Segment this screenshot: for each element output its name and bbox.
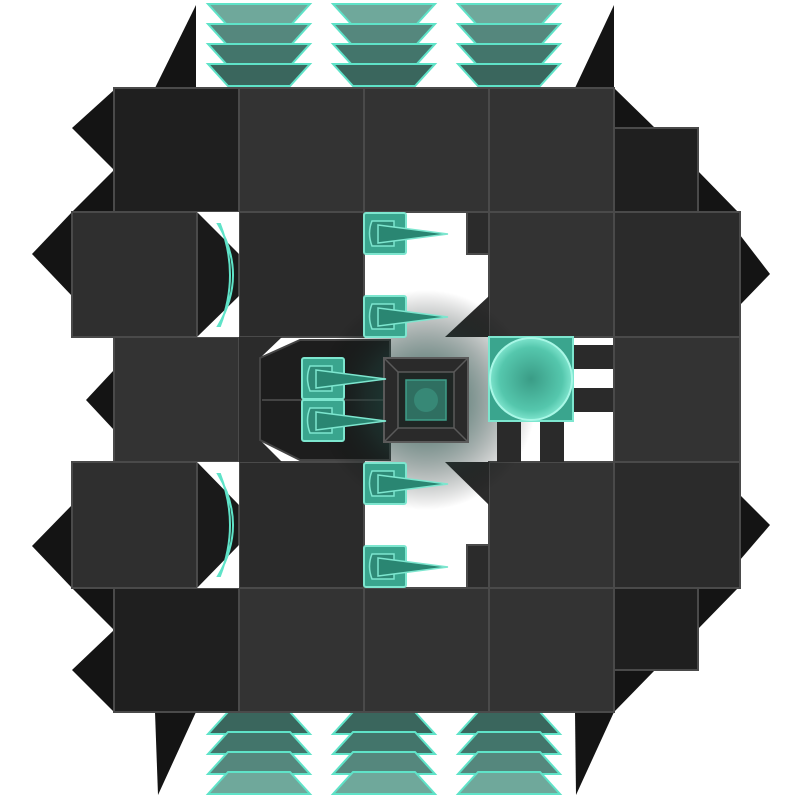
turrets [301, 212, 449, 588]
crescent-shield-icon [216, 473, 234, 577]
hull-block [238, 211, 365, 338]
thruster-plate [205, 23, 313, 47]
thruster-plate [455, 63, 563, 87]
thruster-plate [330, 63, 438, 87]
spike-turret-icon [301, 399, 387, 442]
thruster-stack-top-center [330, 3, 438, 87]
hull-block [488, 587, 615, 713]
hull-block [488, 87, 615, 213]
hull-block [113, 87, 240, 213]
hull-block [613, 211, 741, 338]
thruster-plate [205, 3, 313, 27]
thruster-plate [455, 731, 563, 755]
hull-spikes [32, 5, 770, 795]
spike-left-2 [72, 170, 114, 212]
thruster-stacks [205, 3, 563, 795]
hull-block [238, 461, 365, 589]
spike-left-6 [72, 588, 114, 630]
thruster-stack-top-left [205, 3, 313, 87]
hull-block [113, 336, 240, 463]
spike-top-right [575, 5, 614, 88]
hull-block [613, 336, 741, 463]
thruster-stack-bottom-left [205, 711, 313, 795]
hull-block [466, 211, 490, 255]
spike-turret-icon [363, 462, 449, 505]
thruster-plate [455, 771, 563, 795]
thruster-plate [330, 771, 438, 795]
thruster-stack-bottom-right [455, 711, 563, 795]
spike-right-1 [614, 88, 655, 128]
energy-orb-module [488, 336, 613, 462]
hull-block [613, 461, 741, 589]
hull-block [238, 587, 365, 713]
hull [71, 87, 741, 713]
hull-block [488, 461, 615, 589]
spike-right-2 [697, 170, 738, 212]
reactor-core-icon [383, 357, 469, 443]
spike-right-6 [614, 670, 655, 712]
spike-left-5 [32, 505, 72, 588]
thruster-stack-bottom-center [330, 711, 438, 795]
hull-block [71, 461, 198, 589]
hull-block [466, 544, 490, 589]
spike-turret-icon [363, 295, 449, 338]
thruster-plate [455, 711, 563, 735]
hull-block [71, 211, 198, 338]
hull-block [488, 211, 615, 338]
thruster-plate [455, 43, 563, 67]
thruster-plate [205, 63, 313, 87]
thruster-plate [205, 771, 313, 795]
spike-bottom-left [155, 712, 196, 795]
crescent-shield-icon [216, 223, 234, 327]
hull-block [613, 127, 699, 213]
core-arm-left [239, 337, 282, 462]
hull-block [613, 587, 699, 671]
thruster-plate [330, 43, 438, 67]
hull-block [363, 87, 490, 213]
thruster-plate [205, 751, 313, 775]
spike-turret-icon [363, 212, 449, 255]
hull-block [238, 87, 365, 213]
spike-left-3 [32, 212, 72, 296]
thruster-plate [455, 23, 563, 47]
spike-bottom-right [575, 712, 614, 795]
spike-left-7 [72, 630, 114, 712]
spike-right-5 [697, 588, 738, 630]
spike-top-left [155, 5, 196, 88]
hull-block [113, 587, 240, 713]
hull-block [363, 587, 490, 713]
thruster-plate [205, 731, 313, 755]
thruster-plate [330, 711, 438, 735]
thruster-plate [330, 731, 438, 755]
spike-right-4 [740, 495, 770, 560]
crescent-shields [216, 223, 234, 577]
thruster-plate [205, 43, 313, 67]
thruster-plate [455, 3, 563, 27]
thruster-plate [455, 751, 563, 775]
spike-right-3 [740, 235, 770, 305]
energy-orb-icon [489, 337, 573, 421]
thruster-plate [205, 711, 313, 735]
thruster-stack-top-right [455, 3, 563, 87]
thruster-plate [330, 751, 438, 775]
thruster-plate [330, 23, 438, 47]
spike-turret-icon [363, 545, 449, 588]
spike-left-4 [86, 370, 114, 430]
spike-turret-icon [301, 357, 387, 400]
thruster-plate [330, 3, 438, 27]
spike-left-1 [72, 90, 114, 170]
